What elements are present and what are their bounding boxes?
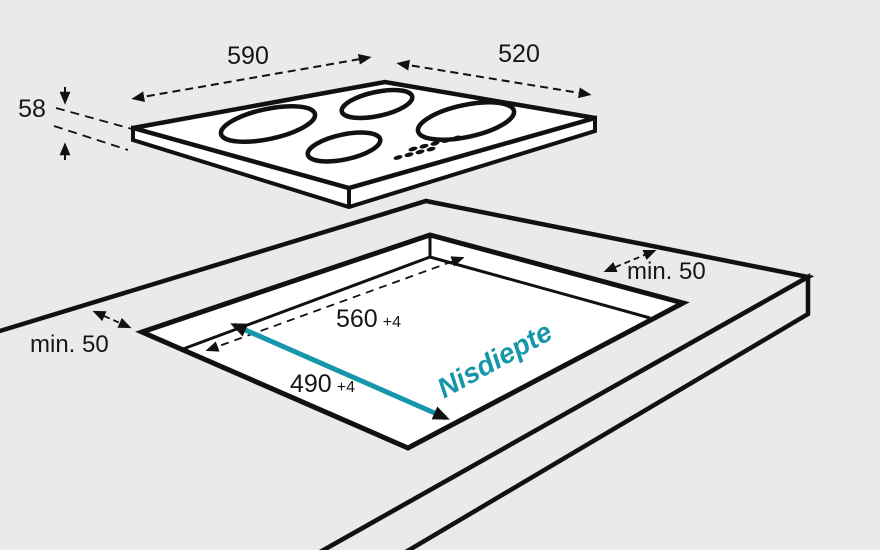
dim-line-hob-depth-520 xyxy=(396,59,592,99)
cutout-inner-wall-edge-right xyxy=(429,255,651,320)
worktop xyxy=(0,198,815,550)
niche-width-label: 560+4 xyxy=(336,307,401,332)
hob-depth-label: 520 xyxy=(498,40,540,68)
clearance-arrow-right xyxy=(603,249,657,273)
burner-front xyxy=(305,130,383,164)
burner-right xyxy=(415,100,517,142)
niche-dimensions xyxy=(92,249,657,421)
hob-width-label: 590 xyxy=(227,42,269,70)
clearance-left-label: min. 50 xyxy=(30,331,109,358)
niche-depth-value: 490 xyxy=(290,370,332,398)
niche-depth-tolerance: +4 xyxy=(336,379,355,396)
hob-height-label: 58 xyxy=(18,95,46,123)
niche-depth-value-label: 490+4 xyxy=(290,372,355,397)
worktop-side-face xyxy=(319,273,811,550)
clearance-arrow-left xyxy=(92,310,132,329)
dim-guide-58-top xyxy=(55,107,133,130)
dim-line-hob-width-590 xyxy=(131,53,372,103)
niche-depth-arrow xyxy=(230,322,450,421)
hob-dimensions xyxy=(53,53,592,160)
niche-width-tolerance: +4 xyxy=(382,314,401,331)
niche-width-value: 560 xyxy=(336,305,378,333)
dim-guide-58-bottom xyxy=(53,125,129,151)
control-dots xyxy=(393,135,462,160)
clearance-right-label: min. 50 xyxy=(627,258,706,285)
hob xyxy=(131,79,597,210)
burner-left xyxy=(218,104,318,144)
hob-top-face xyxy=(132,79,596,191)
